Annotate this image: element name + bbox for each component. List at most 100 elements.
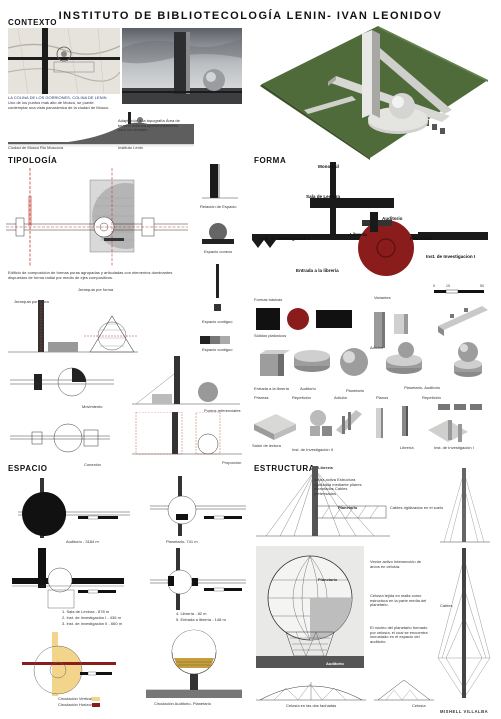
celosia-sketch [374,679,434,701]
adicion-label-2: Adición [334,395,348,400]
label-rio: Rio Moscova [40,145,64,150]
forma-libreria: Librería [350,232,367,237]
variantes-label: Variantes [374,295,391,300]
puntos-label: Puntos referenciales [204,408,241,413]
espacio-auditorio-label: Auditorio - 3184 m [66,539,99,544]
site-section [8,112,194,147]
forma-inst-2: Inst. de Investigacion II [260,236,311,241]
scale-10: 10 [446,284,450,288]
formas-basicas-label: Formas básicas [254,297,283,302]
row-label-auditorio: Auditorio [300,386,316,391]
relacion-espacio-icon [202,164,238,199]
context-photo [122,28,242,104]
scale-50: 50 [480,284,484,288]
circulacion-auditorio-section [146,629,242,698]
movimiento-label: Movimiento [82,404,103,409]
espacio-list-3: 3. Inst. de Investigación II - 660 m [62,621,123,626]
estructura-auditorio-tag: Auditorio [326,661,344,666]
repeticion-label-2: Repetición [422,395,441,400]
photo-caption-title: LA COLINA DE LOS GORRIONES- COLINA DE LE… [8,95,107,100]
proporcion-diagram [132,412,242,455]
solidos-shapes [260,342,482,377]
adicion-label: Adición [370,345,384,350]
espacio-contiguo-icon-2 [200,336,230,344]
jerarquia-diagram [8,300,138,353]
circulacion-plan [22,632,116,696]
espacio-salas-plan [12,548,124,609]
conexion-diagram [10,423,110,453]
espacio-list-5: 5. Entrada a librería - 148 m [176,617,226,622]
planos-label: Planos [376,395,389,400]
espacio-conexo-label: Espacio conexo [204,249,233,254]
author-name: MISHELL VILLALBA [440,709,489,714]
tipologia-heading: TIPOLOGÍA [8,156,58,165]
estructura-libreria-tag: Librería [318,465,333,470]
relacion-espacio-label: Relación de Espacio [200,204,237,209]
espacio-contiguo-label-1: Espacio contiguo [202,319,233,324]
bottom-label-salon: Salón de lectura [252,443,281,448]
espacio-planetario-label: Planetario- 741 m [166,539,198,544]
vector-activo-note: Vector activo Intersección de arcos en c… [370,559,422,569]
row-label-entrada: Entrada a la librería [254,386,289,391]
celosia-fachadas-sketch [256,682,366,701]
forma-diagram [252,162,488,276]
forma-planetario: Planetario [410,236,433,241]
jerarquia-forma-label: Jerarquía por forma [78,287,114,292]
forma-auditorio: Auditorio [382,216,403,221]
bottom-label-inst1: Inst. de Investigación I [434,445,474,450]
tipologia-plan [6,168,188,266]
solidos-label: Sólidos platónicos [254,333,287,338]
label-ciudad: Ciudad de Moscú [8,145,40,150]
espacio-list-2: 2. Inst. de Investigación I - 436 m [62,615,121,620]
estructura-notes-1: Altura activa Estructura rigidizada medi… [314,477,362,496]
nucleo-note: El núcleo del planetario formado por cel… [370,625,428,644]
estructura-tower-sketch [440,468,490,543]
espacio-list-1: 1. Sala de Lectura - 878 m [62,609,110,614]
celosia-fachadas-label: Celosía en las dos fachadas [286,703,337,708]
celosia-label: Celosía [412,703,426,708]
hero-render [260,26,488,160]
photo-caption-text: Uno de los puntos mas alto de Moscú, se … [8,100,110,110]
poster-title: INSTITUTO DE BIBLIOTECOLOGÍA LENIN- IVAN… [58,10,443,22]
estructura-heading: ESTRUCTURA [254,464,316,473]
puntos-diagram [132,356,240,405]
espacio-contiguo-label-2: Espacio contiguo [202,347,233,352]
row-label-planetario: Planetario [346,388,365,393]
context-map [8,28,120,94]
label-instituto: Instituto Lenin [118,145,143,150]
forma-sala-lectura: Sala de Lectura [306,194,340,199]
espacio-contiguo-icon-1 [214,264,221,311]
circ-vertical-swatch [92,697,100,701]
circ-horizontal-label: Circulación Horizontal [58,702,97,707]
circ-aud-plan-label: Circulación Auditorio- Planetario [154,701,211,706]
espacio-list-4: 4. Librería - 82 m [176,611,207,616]
jerarquia-altura-label: Jerarquia por altura [14,299,49,304]
repeticion-label-1: Repetición [292,395,311,400]
prismas-label: Prismas [254,395,269,400]
estructura-cables-drawing [437,548,491,698]
contexto-heading: CONTEXTO [8,18,58,27]
site-note: Adaptación a la topografía Área de terre… [118,118,180,133]
estructura-section-1 [256,466,390,537]
estructura-planetario-section [256,546,364,668]
row-label-plan-aud: Planetario- Auditorio [404,385,441,390]
circ-horizontal-swatch [92,703,100,707]
proporcion-label: Proporcion [222,460,242,465]
espacio-planetario-plan [150,476,246,536]
tipologia-description: Edificio de composición de formas puras … [8,270,173,280]
bottom-label-inst2: Inst. de Investigación II [292,447,333,452]
forma-heading: FORMA [254,156,287,165]
forma-entrada: Entrada a la librería [296,268,339,273]
scale-0: 0 [433,284,435,288]
espacio-conexo-icon [202,223,234,244]
movimiento-diagram [10,367,114,397]
forma-inst-1: Inst. de Investigacion I [426,254,476,259]
estructura-planetario-tag-2: Planetario [318,577,338,582]
formas-basicas-shapes [256,306,488,348]
cables-suelo-label: Cables rigidizados en el suelo [390,505,444,510]
espacio-libreria-plan [150,548,246,610]
bottom-label-libreria: Librería [400,445,414,450]
conexion-label: Conexión [84,462,101,467]
scale-bar [434,289,484,294]
